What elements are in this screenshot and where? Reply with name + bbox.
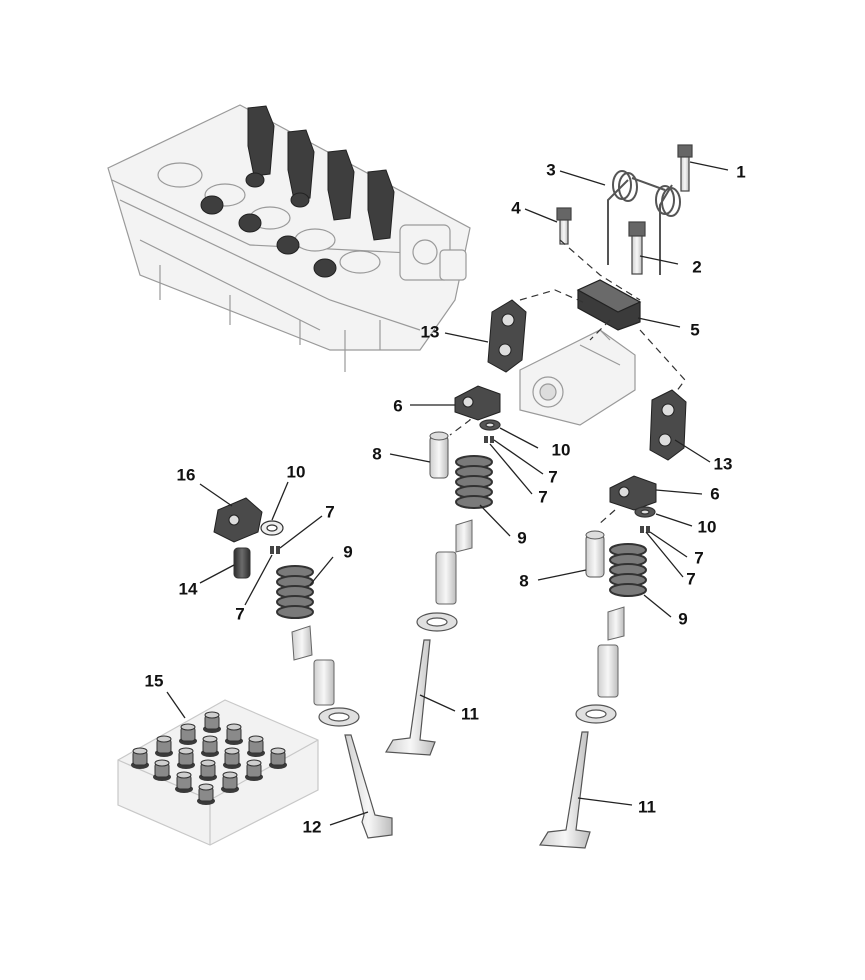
callout-12: 12 [302,817,322,837]
seat-right [575,704,617,724]
leader-lines [166,161,729,826]
seat-left [318,707,360,727]
spring-9-center [455,455,493,509]
retainer-10-right [634,506,656,518]
valve-stem-seal [245,759,263,781]
cam-support-block [519,329,636,426]
callout-7-center-upper: 7 [548,467,558,487]
guide-center [435,551,457,605]
guide-right [597,644,619,698]
callout-15: 15 [144,671,164,691]
valve-stem-seal [177,747,195,769]
rocker-arm-13-center [487,299,527,373]
callout-7-center-lower: 7 [538,487,548,507]
callout-7-right-upper: 7 [694,548,704,568]
keepers-7-center [484,436,494,443]
seal-left [291,625,313,661]
bolt-1 [677,144,693,192]
lifter-8-center [429,431,449,479]
valve-stem-seal [155,735,173,757]
spring-9-right [609,543,647,597]
callout-8-center: 8 [372,444,382,464]
keepers-7-right [640,526,650,533]
assembly-dashes [449,239,686,526]
callout-10-left: 10 [286,462,306,482]
callout-13-center: 13 [420,322,440,342]
valve-stem-seal [175,771,193,793]
callout-10-right: 10 [697,517,717,537]
callout-9-left: 9 [343,542,353,562]
keepers-7-left [270,546,280,554]
rocker-arm-13-right [649,389,687,461]
callout-11-center: 11 [461,704,479,724]
rocker-arm-6-right [609,475,657,511]
callout-2: 2 [692,257,702,277]
valve-stem-seal [225,723,243,745]
callout-4: 4 [511,198,521,218]
bracket-5 [576,279,642,331]
retainer-10-left [260,520,284,536]
valve-stem-seal [197,783,215,805]
valve-stem-seal [247,735,265,757]
cylinder-head-rockers [200,105,395,278]
lifter-8-right [585,530,605,578]
valve-stem-seal [269,747,287,769]
valve-stem-seal [223,747,241,769]
callout-3: 3 [546,160,556,180]
callout-14: 14 [178,579,198,599]
callout-7-left-upper: 7 [325,502,335,522]
spring-clip [607,170,681,275]
callout-10-center: 10 [551,440,571,460]
callout-9-right: 9 [678,609,688,629]
valve-stem-seal [221,771,239,793]
valve-stem-seal [201,735,219,757]
callout-6-center: 6 [393,396,403,416]
callout-13-right: 13 [713,454,733,474]
bolt-4 [556,207,572,245]
callout-7-right-lower: 7 [686,569,696,589]
rocker-arm-6-center [454,385,501,421]
seal-right [607,606,625,641]
retainer-10-center [479,419,501,431]
valve-12 [344,734,393,839]
callout-5: 5 [690,320,700,340]
valve-stem-seal [203,711,221,733]
valve-stem-seal [131,747,149,769]
seal-center [455,519,473,553]
callout-11-right: 11 [638,797,656,817]
guide-left [313,659,335,706]
callout-16: 16 [176,465,196,485]
valve-11-center [384,639,436,756]
rocker-arm-16 [213,497,263,543]
callout-8-right: 8 [519,571,529,591]
callout-7-left-lower: 7 [235,604,245,624]
callout-9-center: 9 [517,528,527,548]
seat-center [416,612,458,632]
callout-1: 1 [736,162,746,182]
seal-kit-items [131,711,287,805]
lifter-14 [233,547,251,579]
callout-6-right: 6 [710,484,720,504]
valve-11-right [538,731,591,849]
valve-stem-seal [153,759,171,781]
spring-9-left [276,565,314,619]
bolt-2 [628,221,646,275]
valve-stem-seal [179,723,197,745]
valve-stem-seal [199,759,217,781]
